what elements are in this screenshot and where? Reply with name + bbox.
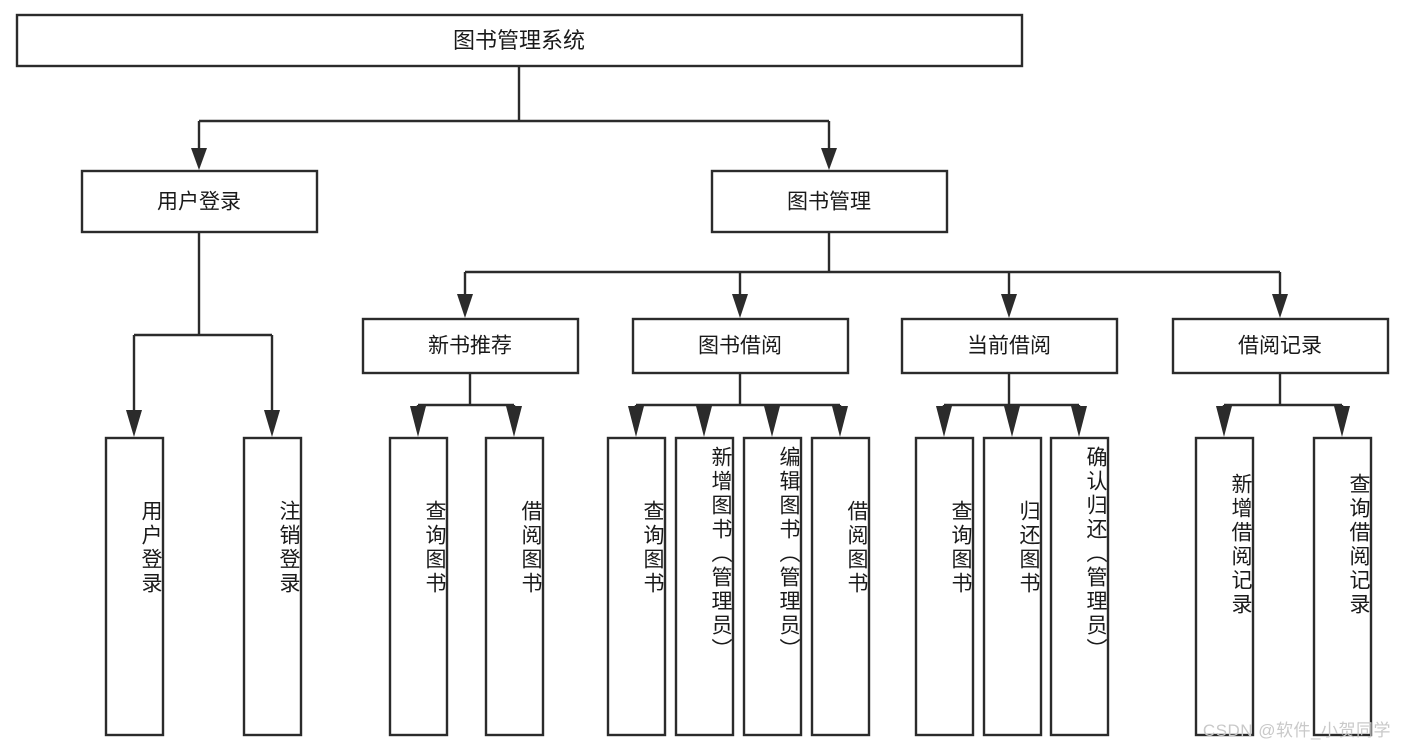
leaf-box-query-book-2[interactable] xyxy=(606,436,667,737)
node-new-book-recommend-label: 新书推荐 xyxy=(428,335,512,358)
arrow-head-leaf-borrow-book-1 xyxy=(506,406,522,437)
connectors-root xyxy=(191,66,837,170)
node-book-borrow-label: 图书借阅 xyxy=(698,335,782,358)
leaf-box-borrow-book-2[interactable] xyxy=(810,436,871,737)
node-borrow-record[interactable]: 借阅记录 xyxy=(1171,317,1390,375)
node-new-book-recommend-box[interactable] xyxy=(361,317,580,375)
connectors-book-manage xyxy=(457,232,1288,318)
arrow-head-book-manage xyxy=(821,148,837,170)
node-book-manage[interactable]: 图书管理 xyxy=(710,169,949,234)
arrow-head-leaf-query-book-2 xyxy=(628,406,644,437)
node-user-login-box[interactable] xyxy=(80,169,319,234)
arrow-head-leaf-query-record xyxy=(1334,406,1350,437)
node-user-login-label: 用户登录 xyxy=(157,191,241,214)
connectors-book-borrow xyxy=(628,373,848,437)
leaf-box-query-book-1[interactable] xyxy=(388,436,449,737)
leaf-box-confirm-return[interactable] xyxy=(1049,436,1110,737)
arrow-head-borrow-record xyxy=(1272,294,1288,318)
node-book-borrow[interactable]: 图书借阅 xyxy=(631,317,850,375)
node-root-box[interactable] xyxy=(15,13,1024,68)
connectors-current-borrow xyxy=(936,373,1087,437)
leaf-boxes xyxy=(104,436,1373,737)
node-book-manage-label: 图书管理 xyxy=(787,191,871,214)
csdn-watermark: CSDN @软件_小贺同学 xyxy=(1202,721,1391,740)
arrow-head-leaf-query-book-1 xyxy=(410,406,426,437)
arrow-head-leaf-edit-book xyxy=(764,406,780,437)
node-borrow-record-box[interactable] xyxy=(1171,317,1390,375)
node-new-book-recommend[interactable]: 新书推荐 xyxy=(361,317,580,375)
arrow-head-current-borrow xyxy=(1001,294,1017,318)
arrow-head-book-borrow xyxy=(732,294,748,318)
leaf-box-query-record[interactable] xyxy=(1312,436,1373,737)
arrow-head-leaf-logout xyxy=(264,410,280,437)
node-current-borrow-label: 当前借阅 xyxy=(967,335,1051,358)
leaf-box-query-book-3[interactable] xyxy=(914,436,975,737)
node-root-label: 图书管理系统 xyxy=(453,28,585,53)
arrow-head-leaf-confirm-return xyxy=(1071,406,1087,437)
leaf-box-borrow-book-1[interactable] xyxy=(484,436,545,737)
connectors-new-book-recommend xyxy=(410,373,522,437)
node-current-borrow-box[interactable] xyxy=(900,317,1119,375)
leaf-box-return-book[interactable] xyxy=(982,436,1043,737)
arrow-head-new-book-recommend xyxy=(457,294,473,318)
node-borrow-record-label: 借阅记录 xyxy=(1238,335,1322,358)
arrow-head-leaf-query-book-3 xyxy=(936,406,952,437)
arrow-head-leaf-user-login xyxy=(126,410,142,437)
node-current-borrow[interactable]: 当前借阅 xyxy=(900,317,1119,375)
node-user-login[interactable]: 用户登录 xyxy=(80,169,319,234)
leaf-box-user-login[interactable] xyxy=(104,436,165,737)
node-root[interactable]: 图书管理系统 xyxy=(15,13,1024,68)
leaf-box-logout[interactable] xyxy=(242,436,303,737)
arrow-head-user-login xyxy=(191,148,207,170)
node-book-borrow-box[interactable] xyxy=(631,317,850,375)
leaf-box-edit-book[interactable] xyxy=(742,436,803,737)
leaf-box-add-record[interactable] xyxy=(1194,436,1255,737)
connectors-user-login xyxy=(126,232,280,437)
arrow-head-leaf-add-record xyxy=(1216,406,1232,437)
arrow-head-leaf-add-book xyxy=(696,406,712,437)
node-book-manage-box[interactable] xyxy=(710,169,949,234)
leaf-box-add-book[interactable] xyxy=(674,436,735,737)
arrow-head-leaf-return-book xyxy=(1004,406,1020,437)
arrow-head-leaf-borrow-book-2 xyxy=(832,406,848,437)
connectors-borrow-record xyxy=(1216,373,1350,437)
